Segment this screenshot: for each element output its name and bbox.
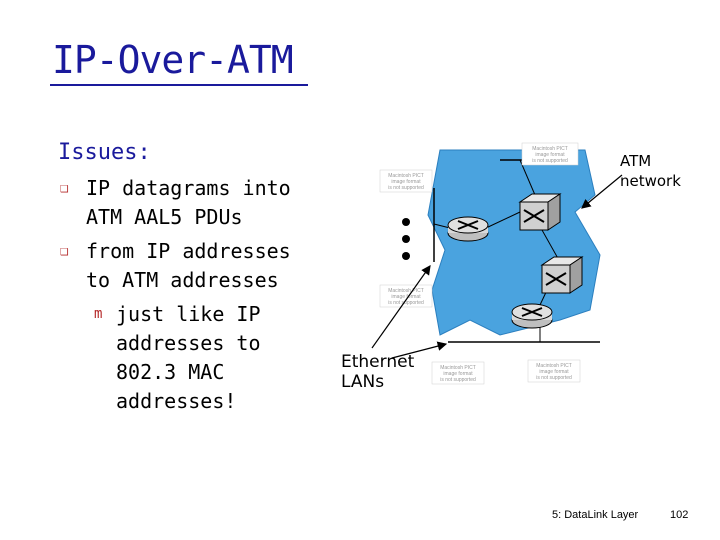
router-icon (511, 303, 553, 329)
svg-text:is not supported: is not supported (536, 375, 572, 381)
page-number: 102 (670, 509, 689, 521)
svg-text:Macintosh PICT: Macintosh PICT (440, 365, 476, 371)
svg-text:Macintosh PICT: Macintosh PICT (388, 288, 424, 294)
sub-bullet-text: just like IP addresses to 802.3 MAC addr… (116, 302, 261, 413)
title-underline (50, 84, 308, 86)
host-placeholder-image: Macintosh PICT image format is not suppo… (527, 359, 581, 383)
svg-text:image format: image format (539, 369, 569, 375)
svg-text:is not supported: is not supported (440, 377, 476, 383)
network-link (433, 223, 451, 229)
ellipsis-dot (402, 252, 410, 260)
sub-bullet-item: m just like IP addresses to 802.3 MAC ad… (94, 300, 316, 416)
ethernet-lans-label: Ethernet LANs (341, 352, 415, 392)
bullet-item: ❑ from IP addresses to ATM addresses (60, 237, 326, 295)
footer-course-label: 5: DataLink Layer (552, 509, 639, 521)
atm-cloud (427, 149, 601, 336)
host-placeholder-image: Macintosh PICT image format is not suppo… (379, 169, 433, 193)
bullet-item: ❑ IP datagrams into ATM AAL5 PDUs (60, 174, 326, 232)
ellipsis-dot (402, 218, 410, 226)
atm-network-arrow (581, 174, 623, 209)
issues-heading: Issues: (58, 140, 151, 165)
host-placeholder-image: Macintosh PICT image format is not suppo… (431, 361, 485, 385)
svg-text:is not supported: is not supported (388, 300, 424, 306)
svg-text:is not supported: is not supported (388, 185, 424, 191)
svg-text:image format: image format (391, 294, 421, 300)
network-link (485, 211, 521, 229)
bullet-text: from IP addresses to ATM addresses (86, 239, 291, 292)
svg-text:Macintosh PICT: Macintosh PICT (536, 363, 572, 369)
atm-switch-icon (518, 193, 562, 231)
bullet-checkbox-icon: ❑ (60, 180, 69, 196)
svg-text:Macintosh PICT: Macintosh PICT (532, 146, 568, 152)
atm-switch-icon (540, 256, 584, 294)
slide-title: IP-Over-ATM (52, 38, 294, 82)
atm-network-label: ATM network (620, 152, 681, 190)
ethernet-arrow (371, 265, 431, 349)
host-placeholder-image: Macintosh PICT image format is not suppo… (379, 284, 433, 308)
svg-text:image format: image format (391, 179, 421, 185)
network-link (519, 159, 536, 196)
ethernet-arrow (391, 341, 448, 359)
sub-bullet-icon: m (94, 306, 103, 322)
bullet-text: IP datagrams into ATM AAL5 PDUs (86, 176, 291, 229)
bullet-checkbox-icon: ❑ (60, 243, 69, 259)
router-icon (447, 216, 489, 242)
svg-text:image format: image format (443, 371, 473, 377)
svg-text:image format: image format (535, 152, 565, 158)
svg-text:is not supported: is not supported (532, 158, 568, 164)
ellipsis-dot (402, 235, 410, 243)
svg-text:Macintosh PICT: Macintosh PICT (388, 173, 424, 179)
host-placeholder-image: Macintosh PICT image format is not suppo… (521, 142, 579, 166)
